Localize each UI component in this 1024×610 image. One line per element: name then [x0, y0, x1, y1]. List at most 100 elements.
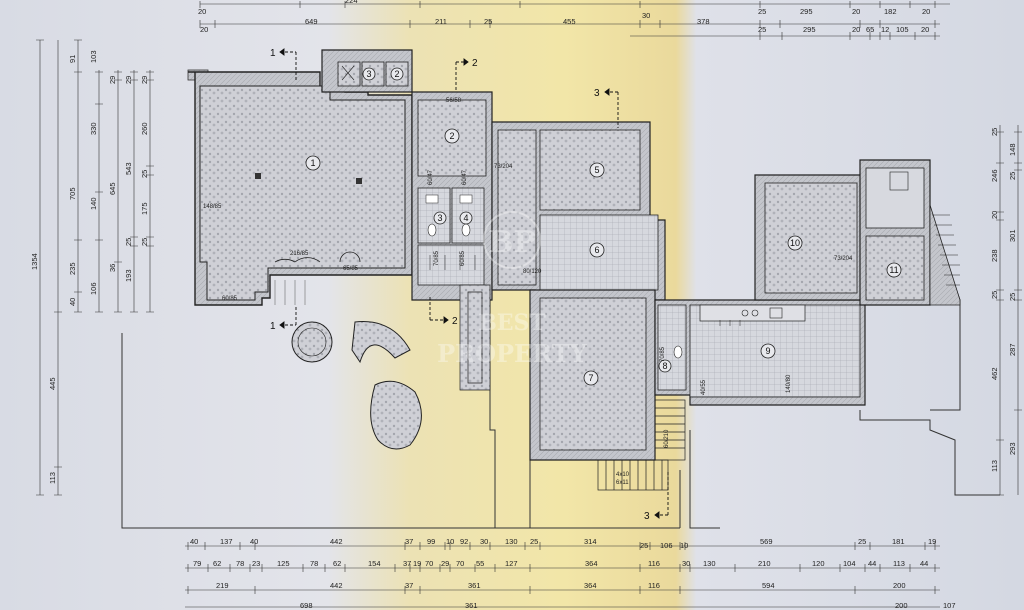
- opening-label: 56/58: [446, 98, 462, 104]
- room-number: 5: [594, 165, 599, 175]
- bottom-dim-label: 99: [427, 537, 435, 546]
- right-dim-label: 25: [990, 128, 999, 136]
- room-number: 9: [765, 346, 770, 356]
- left-dim-label: 193: [124, 269, 133, 282]
- bottom-dim-label: 37: [403, 559, 411, 568]
- top-storage-rooms: [321, 49, 413, 93]
- right-dim-label: 113: [990, 460, 999, 472]
- section-labels: 1 1 2 2 3 3: [270, 48, 650, 522]
- bottom-dim-label: 569: [760, 537, 773, 546]
- bottom-dim-label: 62: [213, 559, 221, 568]
- left-dim-label: 113: [48, 472, 57, 484]
- bottom-dim-label: 181: [892, 537, 905, 546]
- section-label: 1: [270, 48, 276, 59]
- top-dim-label: 105: [896, 25, 909, 34]
- right-dim-label: 25: [1008, 172, 1017, 180]
- right-dim-label: 25: [1008, 293, 1017, 301]
- left-dim-label: 91: [68, 55, 77, 63]
- bottom-dim-label: 154: [368, 559, 381, 568]
- left-dim-label: 330: [89, 122, 98, 135]
- right-dim-label: 148: [1008, 143, 1017, 156]
- opening-label: 60/210: [664, 429, 670, 448]
- bottom-dim-label: 10: [446, 537, 454, 546]
- room-number: 8: [662, 361, 667, 371]
- right-dim-label: 25: [990, 291, 999, 299]
- top-dim-label: 25: [484, 17, 492, 26]
- bottom-dim-label: 25: [640, 541, 648, 550]
- top-dim-label: 20: [852, 25, 860, 34]
- right-dim-label: 238: [990, 249, 999, 262]
- top-dim-label: 25: [758, 7, 766, 16]
- bottom-dim-label: 361: [465, 601, 478, 610]
- top-dim-label: 649: [305, 17, 318, 26]
- right-dim-label: 293: [1008, 442, 1017, 455]
- left-dim-label: 29: [140, 76, 149, 84]
- left-dim-label: 25: [140, 238, 149, 246]
- opening-label: 40/55: [701, 379, 707, 395]
- bottom-dim-label: 79: [193, 559, 201, 568]
- left-dimensions: [36, 39, 154, 496]
- left-dim-label: 260: [140, 122, 149, 135]
- section-markers: [279, 48, 669, 519]
- top-dim-label: 378: [697, 17, 710, 26]
- bottom-dim-label: 107: [943, 601, 956, 610]
- opening-label: 60/85: [222, 296, 238, 302]
- top-dim-label: 211: [435, 17, 447, 26]
- bottom-dim-label: 210: [758, 559, 771, 568]
- watermark-line1: BEST: [478, 310, 546, 336]
- room-number: 2: [394, 69, 399, 79]
- bottom-dim-label: 364: [585, 559, 598, 568]
- top-dim-label: 65: [866, 25, 874, 34]
- opening-label: 60/47: [462, 169, 468, 185]
- opening-label: 73/204: [494, 164, 513, 170]
- room-number: 11: [889, 265, 898, 275]
- right-dim-label: 301: [1008, 229, 1017, 242]
- bottom-dim-label: 116: [648, 559, 660, 568]
- watermark-initials: BP: [488, 225, 536, 260]
- bottom-dim-label: 62: [333, 559, 341, 568]
- bath-block: [411, 91, 493, 301]
- room-5-6-block: [491, 121, 666, 301]
- top-dim-label: 30: [642, 11, 650, 20]
- bottom-dim-label: 70: [425, 559, 433, 568]
- bottom-dim-label: 78: [310, 559, 318, 568]
- left-dim-label: 29: [124, 76, 133, 84]
- bottom-dim-label: 442: [330, 581, 343, 590]
- room-number: 7: [588, 373, 593, 383]
- bottom-dim-label: 70: [456, 559, 464, 568]
- bottom-dim-label: 130: [703, 559, 716, 568]
- bottom-dim-label: 106: [660, 541, 673, 550]
- bottom-dim-label: 314: [584, 537, 597, 546]
- room-number: 3: [437, 213, 442, 223]
- left-dim-label: 36: [108, 264, 117, 272]
- opening-label: 140/80: [786, 374, 792, 393]
- opening-labels: 148/85 216/85 65/85 60/85 56/58 60/47 60…: [203, 98, 853, 486]
- top-dim-label: 25: [758, 25, 766, 34]
- bottom-dim-label: 55: [476, 559, 484, 568]
- left-dimension-labels: 1354 445 113 91 705 235 40 103 330 140 1…: [30, 50, 149, 484]
- bottom-dim-label: 125: [277, 559, 290, 568]
- bottom-dim-label: 19: [413, 559, 421, 568]
- section-label: 1: [270, 321, 276, 332]
- bottom-dim-label: 29: [441, 559, 449, 568]
- room-number: 1: [310, 158, 315, 168]
- top-dim-label: 455: [563, 17, 576, 26]
- left-dim-label: 103: [89, 50, 98, 63]
- right-dim-label: 287: [1008, 343, 1017, 356]
- room-10-11-block: [754, 159, 961, 306]
- bottom-dim-label: 44: [920, 559, 928, 568]
- opening-label: 4x10: [616, 472, 630, 478]
- bottom-dim-label: 116: [648, 581, 660, 590]
- section-label: 3: [594, 88, 600, 99]
- bottom-dim-label: 130: [505, 537, 518, 546]
- bottom-dim-label: 40: [250, 537, 258, 546]
- bottom-dim-label: 200: [893, 581, 906, 590]
- bottom-dim-label: 78: [236, 559, 244, 568]
- section-label: 2: [452, 316, 458, 327]
- opening-label: 65/85: [343, 266, 359, 272]
- top-dim-label: 295: [803, 25, 816, 34]
- left-dim-label: 543: [124, 162, 133, 175]
- top-dimension-labels: 20 224 20 182 20 20 649 211 25 455 30 37…: [198, 0, 930, 34]
- bottom-dim-label: 104: [843, 559, 856, 568]
